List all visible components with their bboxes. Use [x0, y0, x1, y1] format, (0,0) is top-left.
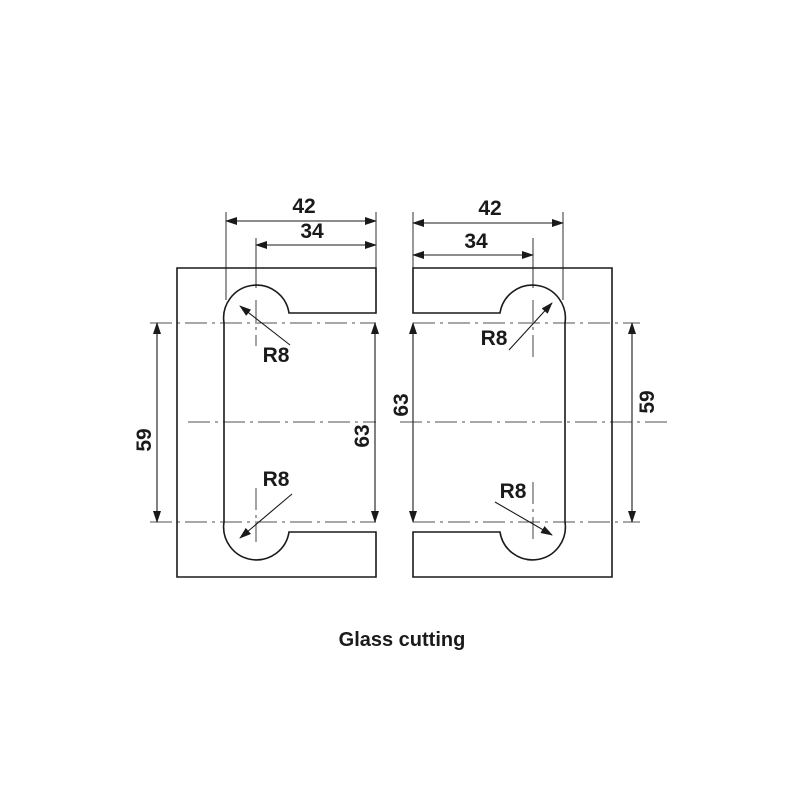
right-radius-bottom-leader — [494, 501, 553, 536]
left-radius-bottom-leader — [239, 493, 293, 539]
left-radius-top-leader — [239, 305, 291, 346]
diagram-caption: Glass cutting — [339, 629, 466, 651]
right-glass-part: 42 34 R8 R8 63 59 — [390, 197, 670, 578]
left-radius-top-label: R8 — [263, 344, 290, 367]
right-glass-outline — [412, 267, 613, 578]
right-dim-59-label: 59 — [636, 390, 659, 413]
right-radius-top-leader — [508, 302, 553, 351]
right-radius-top-label: R8 — [481, 327, 508, 350]
left-dim-34-label: 34 — [300, 220, 324, 243]
left-glass-part: 42 34 R8 R8 59 63 — [133, 195, 379, 578]
right-dim-63-label: 63 — [390, 393, 413, 416]
left-dim-63-label: 63 — [351, 424, 374, 447]
right-radius-bottom-label: R8 — [500, 480, 527, 503]
left-glass-outline — [176, 267, 377, 578]
right-dim-34-label: 34 — [464, 230, 488, 253]
left-dim-42-label: 42 — [292, 195, 315, 218]
left-dim-59-label: 59 — [133, 428, 156, 451]
right-dim-42-label: 42 — [478, 197, 501, 220]
left-radius-bottom-label: R8 — [263, 468, 290, 491]
